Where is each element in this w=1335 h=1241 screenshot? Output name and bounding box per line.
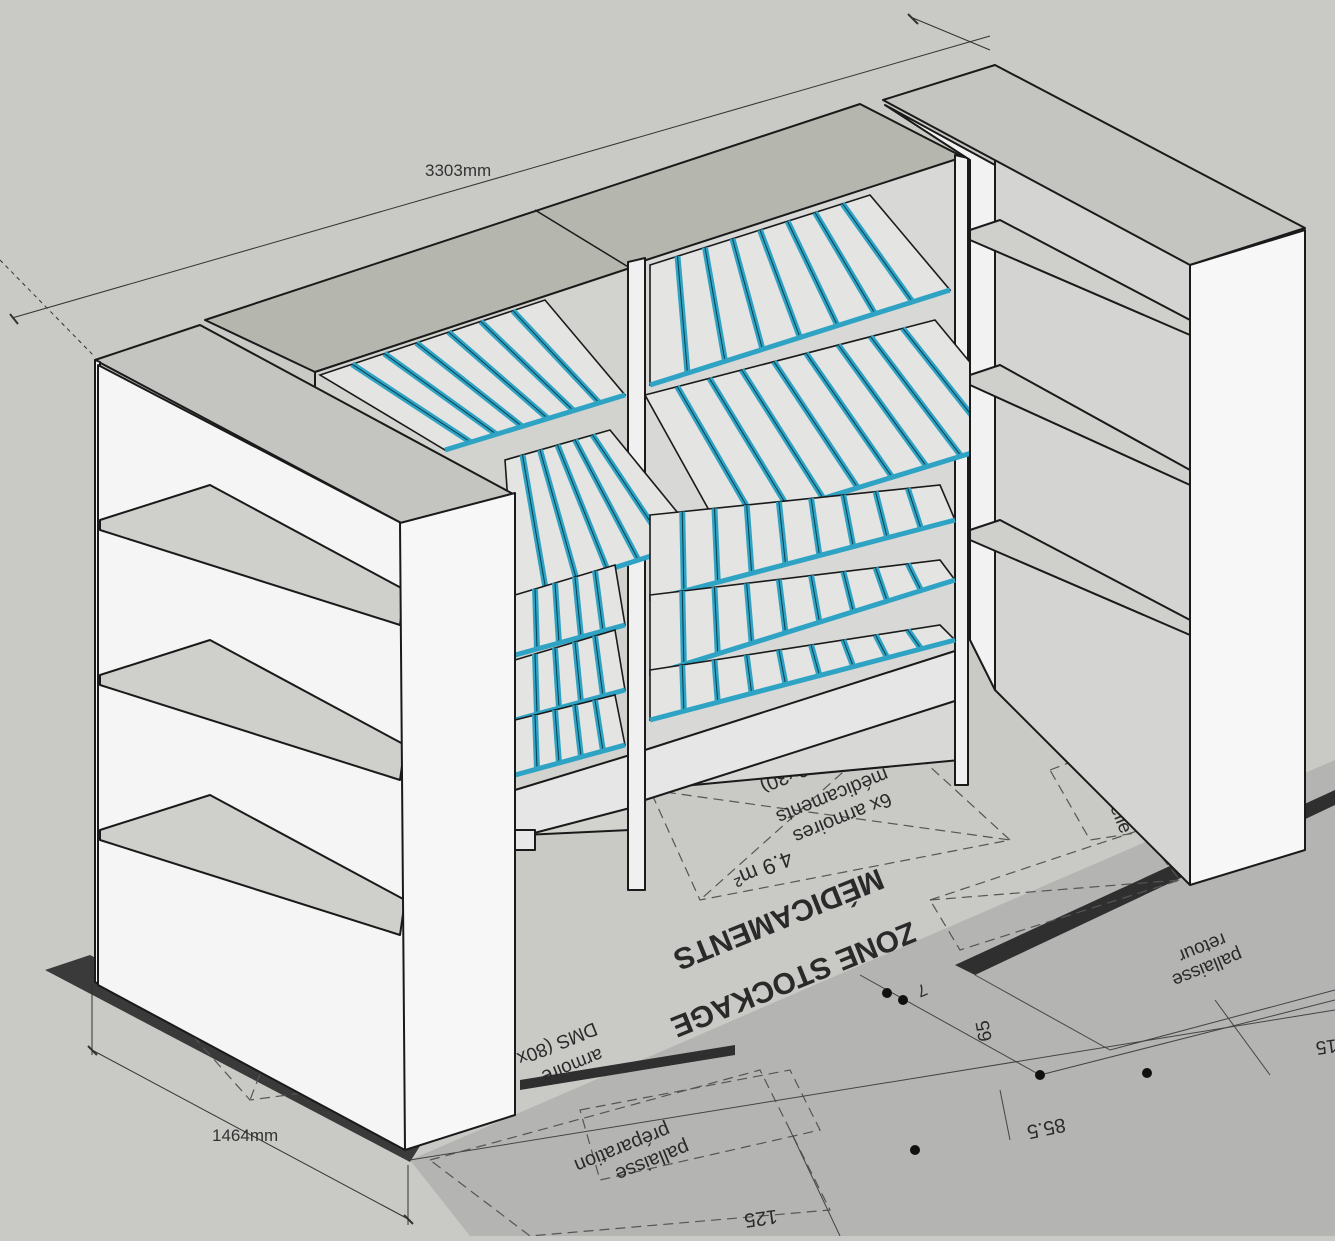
dimension-115: 115 [1314, 1033, 1335, 1058]
width-dimension-label: 3303mm [425, 161, 491, 180]
left-unit-pillar [399, 492, 516, 1151]
right-shelving-unit [882, 64, 1306, 886]
dimension-65: 65 [972, 1019, 996, 1043]
blue-divider-edge [778, 649, 787, 685]
blue-divider-edge [805, 353, 893, 478]
blue-divider-edge [574, 439, 639, 561]
blue-divider-edge [837, 344, 928, 467]
blue-divider-edge [787, 221, 838, 326]
shelf-front-lip [649, 287, 951, 388]
blue-divider-edge [448, 331, 549, 419]
blue-divider-edge [594, 570, 604, 632]
blue-divider-edge [676, 386, 755, 520]
width-dimension-line [11, 35, 991, 319]
blue-divider-edge [534, 653, 538, 715]
blue-divider-edge [534, 714, 538, 770]
dimension-125: 125 [743, 1205, 779, 1231]
blue-divider-edge [416, 342, 523, 427]
blue-divider-edge [383, 353, 497, 435]
blue-divider-edge [778, 579, 787, 633]
blue-divider-edge [534, 588, 538, 650]
floor-dimension-dots [882, 988, 1152, 1155]
blue-divider-edge [681, 664, 685, 712]
blue-divider-edge [713, 587, 719, 654]
blue-divider-edge [351, 363, 471, 443]
blue-divider-edge [522, 454, 547, 591]
blue-divider-edge [810, 575, 820, 623]
right-unit-pillar [1189, 229, 1306, 886]
blue-divider-edge [875, 634, 888, 659]
blue-divider-edge [713, 659, 719, 703]
blue-divider-edge [554, 582, 560, 644]
blue-divider-edge [842, 571, 854, 612]
blue-divider-edge [713, 508, 719, 583]
blue-divider-edge [512, 310, 600, 404]
blue-divider-edge [574, 641, 582, 703]
blue-divider-edge [732, 238, 763, 350]
left-shelving-unit [94, 324, 516, 1151]
shelf-front-lip [649, 517, 956, 603]
dimension-lines: 3303mm 1464mm [0, 13, 991, 1225]
blue-divider-edge [907, 488, 922, 530]
blue-divider-edge [746, 654, 753, 694]
blue-divider-edge [681, 591, 685, 665]
blue-divider-edge [554, 647, 560, 709]
blue-divider-edge [810, 498, 820, 556]
blue-divider-edge [681, 511, 685, 592]
blue-divider-edge [746, 583, 753, 644]
blue-divider-edge [741, 369, 824, 499]
blue-divider-edge [842, 203, 913, 303]
blue-divider-edge [759, 229, 801, 338]
blue-divider-edge [574, 576, 582, 638]
blue-divider-edge [810, 644, 820, 676]
blue-divider-edge [594, 635, 604, 697]
blue-divider-edge [554, 709, 560, 764]
blue-divider-edge [907, 563, 922, 591]
shelf-front-lip [514, 742, 626, 778]
partition-middle [627, 257, 646, 891]
shelf-front-lip [444, 392, 626, 453]
partition-right [954, 154, 969, 786]
blue-divider-edge [773, 361, 859, 489]
right-unit-top [882, 64, 1306, 266]
blue-divider-edge [778, 501, 787, 565]
shelf-front-lip [649, 577, 956, 678]
blue-divider-edge [574, 704, 582, 758]
blue-divider-edge [870, 336, 962, 457]
blue-divider-edge [842, 639, 854, 667]
partition-lower-left [514, 829, 536, 851]
depth-dimension-label: 1464mm [212, 1126, 278, 1145]
blue-divider-edge [480, 321, 574, 412]
right-unit-inner-side [884, 104, 996, 691]
zone-area: 4.9 m² [729, 846, 796, 893]
blue-divider-edge [677, 256, 688, 374]
floor-strip-mid [520, 1045, 735, 1090]
blue-divider-edge [875, 567, 888, 602]
blue-divider-edge [709, 378, 790, 510]
blue-divider-edge [814, 212, 876, 315]
floor-slab [410, 760, 1335, 1236]
blue-divider-edge [875, 491, 888, 538]
blue-divider-edge [557, 444, 608, 571]
blue-divider-edge [539, 449, 578, 581]
blue-divider-edge [907, 629, 922, 650]
depth-dimension-line [91, 1049, 411, 1221]
blue-divider-edge [746, 504, 753, 574]
shelf-front-lip [649, 637, 956, 723]
blue-divider-edge [704, 247, 726, 362]
blue-divider-edge [594, 699, 604, 752]
shelf-front-lip [514, 622, 626, 658]
blue-divider-edge [842, 494, 854, 547]
